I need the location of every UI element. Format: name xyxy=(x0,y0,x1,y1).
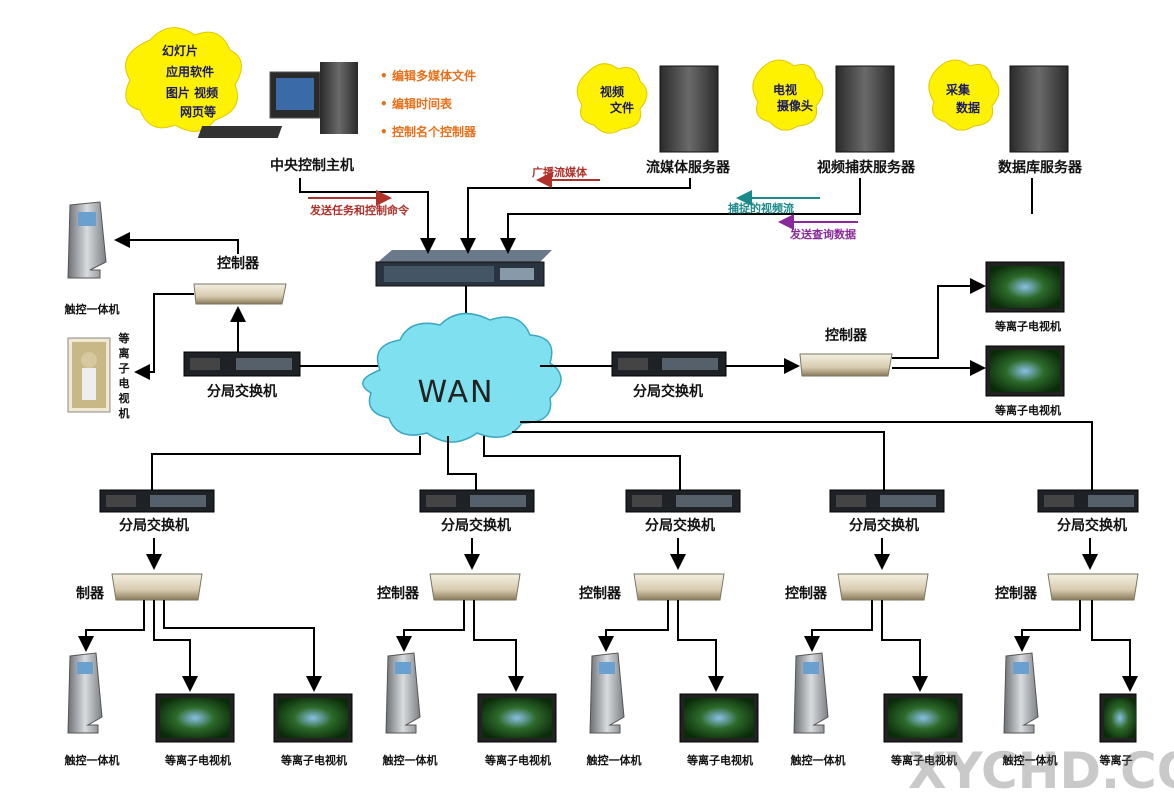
server-database-label: 数据库服务器 xyxy=(998,159,1083,176)
flow-broadcast-label: 广播流媒体 xyxy=(532,165,588,179)
server-streaming-cloud-1: 视频 xyxy=(600,84,624,99)
right-switch-label: 分局交换机 xyxy=(633,383,703,400)
server-streaming: 视频 文件 流媒体服务器 xyxy=(576,63,731,176)
bottom-branch-1: 分局交换机 制器 触控一体机 等离子电视机 等离子电视机 xyxy=(64,489,353,767)
note-1: 编辑多媒体文件 xyxy=(391,68,476,83)
link-left-ctl-kiosk xyxy=(114,232,239,254)
bottom-5-tv1-label: 等离子 xyxy=(1099,753,1133,767)
link-wan-bottom-4 xyxy=(512,431,885,490)
server-database: 采集 数据 数据库服务器 xyxy=(928,59,1083,176)
left-controller: 控制器 xyxy=(193,255,287,305)
bottom-2-kiosk-label: 触控一体机 xyxy=(382,753,438,767)
central-host-notes: • 编辑多媒体文件 • 编辑时间表 • 控制名个控制器 xyxy=(380,68,477,139)
link-wan-bottom-2 xyxy=(447,436,477,490)
bottom-3-tv1-label: 等离子电视机 xyxy=(686,753,753,767)
bottom-1-tv2-label: 等离子电视机 xyxy=(280,753,347,767)
flow-send-tasks: 发送任务和控制命令 xyxy=(308,190,410,217)
left-kiosk-label: 触控一体机 xyxy=(64,302,120,316)
flow-captured-video-label: 捕捉的视频流 xyxy=(728,201,794,215)
flow-send-query: 发送查询数据 xyxy=(778,214,858,241)
left-kiosk: 触控一体机 xyxy=(64,201,120,316)
note-3: 控制名个控制器 xyxy=(392,124,477,139)
core-switch xyxy=(375,250,552,287)
note-2: 编辑时间表 xyxy=(391,96,453,111)
server-database-cloud-1: 采集 xyxy=(945,82,971,97)
server-capture-cloud-2: 摄像头 xyxy=(777,98,813,113)
flow-send-tasks-label: 发送任务和控制命令 xyxy=(309,203,410,217)
flow-broadcast: 广播流媒体 xyxy=(532,165,600,188)
content-cloud-line-1: 幻灯片 xyxy=(162,43,198,58)
right-edge-mask xyxy=(1140,430,1174,810)
bottom-5-controller-label: 控制器 xyxy=(995,585,1038,602)
left-controller-label: 控制器 xyxy=(217,255,260,272)
server-tower-icon xyxy=(659,65,719,153)
bottom-5-switch-label: 分局交换机 xyxy=(1057,517,1127,534)
bottom-branch-5: 分局交换机 控制器 触控一体机 等离子 xyxy=(995,489,1139,767)
right-switch: 分局交换机 xyxy=(611,351,727,400)
server-capture-cloud-1: 电视 xyxy=(773,82,797,97)
link-wan-bottom-1 xyxy=(151,436,421,490)
watermark-text: XYCHD.COM xyxy=(908,742,1174,800)
bottom-5-kiosk-label: 触控一体机 xyxy=(1002,753,1058,767)
bottom-1-controller-label: 制器 xyxy=(76,585,105,602)
bottom-2-controller-label: 控制器 xyxy=(377,585,420,602)
bottom-1-switch-label: 分局交换机 xyxy=(119,517,189,534)
right-tv-1-label: 等离子电视机 xyxy=(994,319,1061,333)
link-host-switch xyxy=(299,178,436,254)
bottom-2-switch-label: 分局交换机 xyxy=(441,517,511,534)
server-streaming-cloud-2: 文件 xyxy=(610,100,634,115)
link-capture-switch xyxy=(500,178,861,254)
left-switch: 分局交换机 xyxy=(183,351,301,400)
flow-captured-video: 捕捉的视频流 xyxy=(728,190,820,215)
flow-send-query-label: 发送查询数据 xyxy=(789,227,856,241)
content-cloud-line-4: 网页等 xyxy=(180,104,216,119)
bottom-1-tv1-label: 等离子电视机 xyxy=(164,753,231,767)
bottom-4-kiosk-label: 触控一体机 xyxy=(790,753,846,767)
note-bullet-icon: • xyxy=(380,97,388,111)
bottom-branch-3: 分局交换机 控制器 触控一体机 等离子电视机 xyxy=(579,489,759,767)
right-tv-2-label: 等离子电视机 xyxy=(994,403,1061,417)
link-right-ctl-tv1 xyxy=(892,278,986,359)
bottom-branch-4: 分局交换机 控制器 触控一体机 等离子电视机 xyxy=(785,489,963,767)
wan-cloud: WAN xyxy=(362,312,562,443)
server-tower-icon xyxy=(835,65,895,153)
server-streaming-label: 流媒体服务器 xyxy=(646,159,731,176)
link-streaming-switch xyxy=(460,178,691,254)
link-wan-bottom-3 xyxy=(483,436,681,490)
right-tv-1: 等离子电视机 xyxy=(985,261,1065,333)
link-left-ctl-plasma xyxy=(134,293,194,380)
left-switch-label: 分局交换机 xyxy=(207,383,277,400)
link-wan-bottom-5 xyxy=(520,421,1093,490)
right-controller-label: 控制器 xyxy=(825,327,868,344)
bottom-2-tv1-label: 等离子电视机 xyxy=(484,753,551,767)
bottom-1-kiosk-label: 触控一体机 xyxy=(64,753,120,767)
bottom-3-controller-label: 控制器 xyxy=(579,585,622,602)
watermark-logo: XYCHD.COM xyxy=(908,742,1174,800)
content-cloud-line-2: 应用软件 xyxy=(166,64,214,79)
server-database-cloud-2: 数据 xyxy=(956,100,980,115)
left-plasma: 等离子电视机 xyxy=(67,331,130,420)
central-host-label: 中央控制主机 xyxy=(270,157,354,174)
server-tower-icon xyxy=(1009,65,1069,153)
bottom-3-kiosk-label: 触控一体机 xyxy=(586,753,642,767)
content-cloud-line-3: 图片 视频 xyxy=(166,85,218,100)
bottom-3-switch-label: 分局交换机 xyxy=(645,517,715,534)
server-capture: 电视 摄像头 视频捕获服务器 xyxy=(752,59,916,176)
bottom-4-tv1-label: 等离子电视机 xyxy=(890,753,957,767)
bottom-4-switch-label: 分局交换机 xyxy=(849,517,919,534)
wan-label: WAN xyxy=(418,375,495,410)
left-plasma-char-1: 等离子电视机 xyxy=(118,331,130,420)
content-cloud: 幻灯片 应用软件 图片 视频 网页等 xyxy=(125,27,242,132)
right-controller: 控制器 xyxy=(799,327,893,377)
central-host-computer-icon xyxy=(197,62,358,138)
note-bullet-icon: • xyxy=(380,69,388,83)
server-capture-label: 视频捕获服务器 xyxy=(817,159,916,176)
note-bullet-icon: • xyxy=(380,125,388,139)
bottom-branch-2: 分局交换机 控制器 触控一体机 等离子电视机 xyxy=(377,489,557,767)
right-tv-2: 等离子电视机 xyxy=(985,345,1065,417)
bottom-4-controller-label: 控制器 xyxy=(785,585,828,602)
